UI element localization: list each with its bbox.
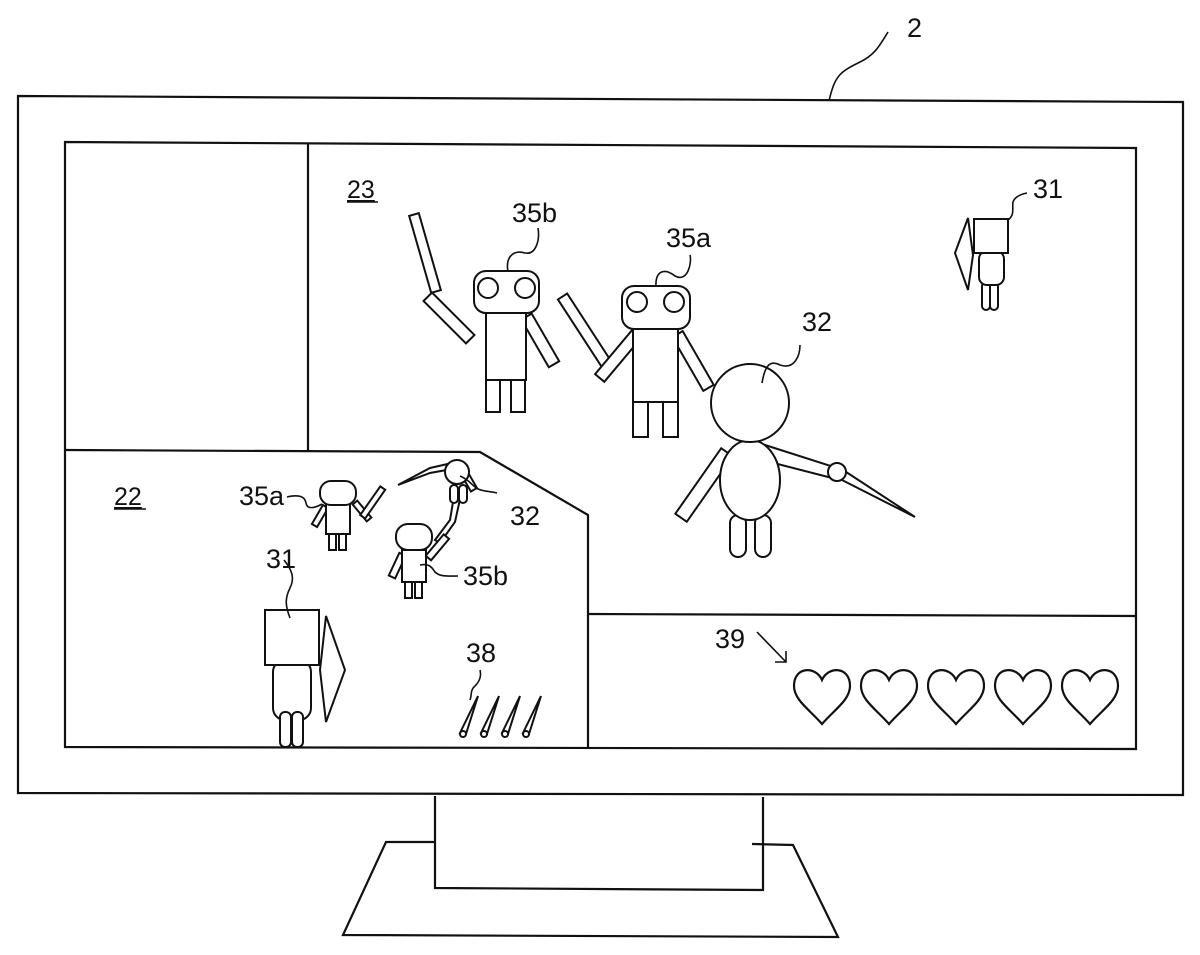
boss-32-label: 32 [802,307,832,337]
heart-outline-icon [995,670,1051,724]
arrows-38-label: 38 [466,638,496,668]
leg [755,515,771,557]
arrow-tip [523,731,529,737]
leg [663,402,678,437]
main-view-label: 23 [347,176,375,204]
leader-line [470,670,481,700]
arrow-items-38: 38 [460,638,541,737]
body [633,327,678,402]
blade-icon [398,463,452,485]
figure-reference-label: 2 [907,13,922,43]
leader-line-2 [829,32,888,101]
ally-35a-map-label: 35a [239,481,285,511]
leg [292,712,303,747]
leg [280,712,291,747]
status-region-border [588,614,1136,616]
leg [405,582,412,598]
ally-35b-map-label: 35b [463,561,508,591]
body [486,312,526,380]
robot-head-icon [320,481,356,505]
body [273,660,311,720]
ally-35b-map: 35b [389,524,508,598]
leader-line [656,255,691,287]
shield-icon [320,616,345,722]
arm [424,293,475,344]
ally-35b-label: 35b [512,198,557,228]
head-box [974,219,1008,253]
life-gauge-label: 39 [715,624,745,654]
leg [459,485,467,503]
body [720,440,780,520]
pointer-arrow [757,632,786,662]
blade-icon [838,468,915,517]
leg [339,534,346,550]
sword-icon [360,486,385,518]
player-31-map-label: 31 [266,544,296,574]
eye [515,278,535,298]
arrow-tip [460,731,466,737]
heart-outline-icon [928,670,984,724]
head [711,364,789,442]
player-31-map: 31 [265,544,345,747]
body [402,550,426,582]
leader-line [1008,193,1027,220]
sword-icon [409,213,441,293]
ally-35a-map: 35a [239,481,385,550]
body [326,502,350,534]
leader-line [287,496,322,508]
eye [627,292,647,312]
player-31-main: 31 [955,174,1063,310]
leg [329,534,336,550]
arrow-icon [460,696,478,734]
leg [450,485,458,503]
head [445,460,469,484]
eye [478,278,498,298]
leg [486,380,500,412]
boss-32-map-label: 32 [510,501,540,531]
monitor-neck [435,796,763,890]
arrow-tip [481,731,487,737]
body [979,251,1004,285]
leg [511,380,525,412]
player-31-main-label: 31 [1033,174,1063,204]
shield-icon [955,218,973,290]
life-gauge-hearts [794,670,1118,724]
ally-35a-large: 35a [558,223,714,437]
arrow-icon [481,696,499,734]
robot-head-icon [396,524,432,550]
eye [664,292,684,312]
heart-outline-icon [794,670,850,724]
joint [828,463,846,481]
leg [730,515,746,557]
boss-32-large: 32 [675,307,915,557]
map-view-label: 22 [114,483,142,511]
arrow-icon [502,696,520,734]
arrow-icon [523,696,541,734]
leg [633,402,648,437]
sword-icon [558,294,614,371]
ally-35a-label: 35a [666,223,712,253]
arrow-tip [502,731,508,737]
leg [990,282,998,310]
leader-line [507,228,538,272]
leg [982,282,990,310]
ally-35b-large: 35b [409,198,559,412]
heart-outline-icon [861,670,917,724]
heart-outline-icon [1062,670,1118,724]
head-box [265,610,319,665]
leg [415,582,422,598]
